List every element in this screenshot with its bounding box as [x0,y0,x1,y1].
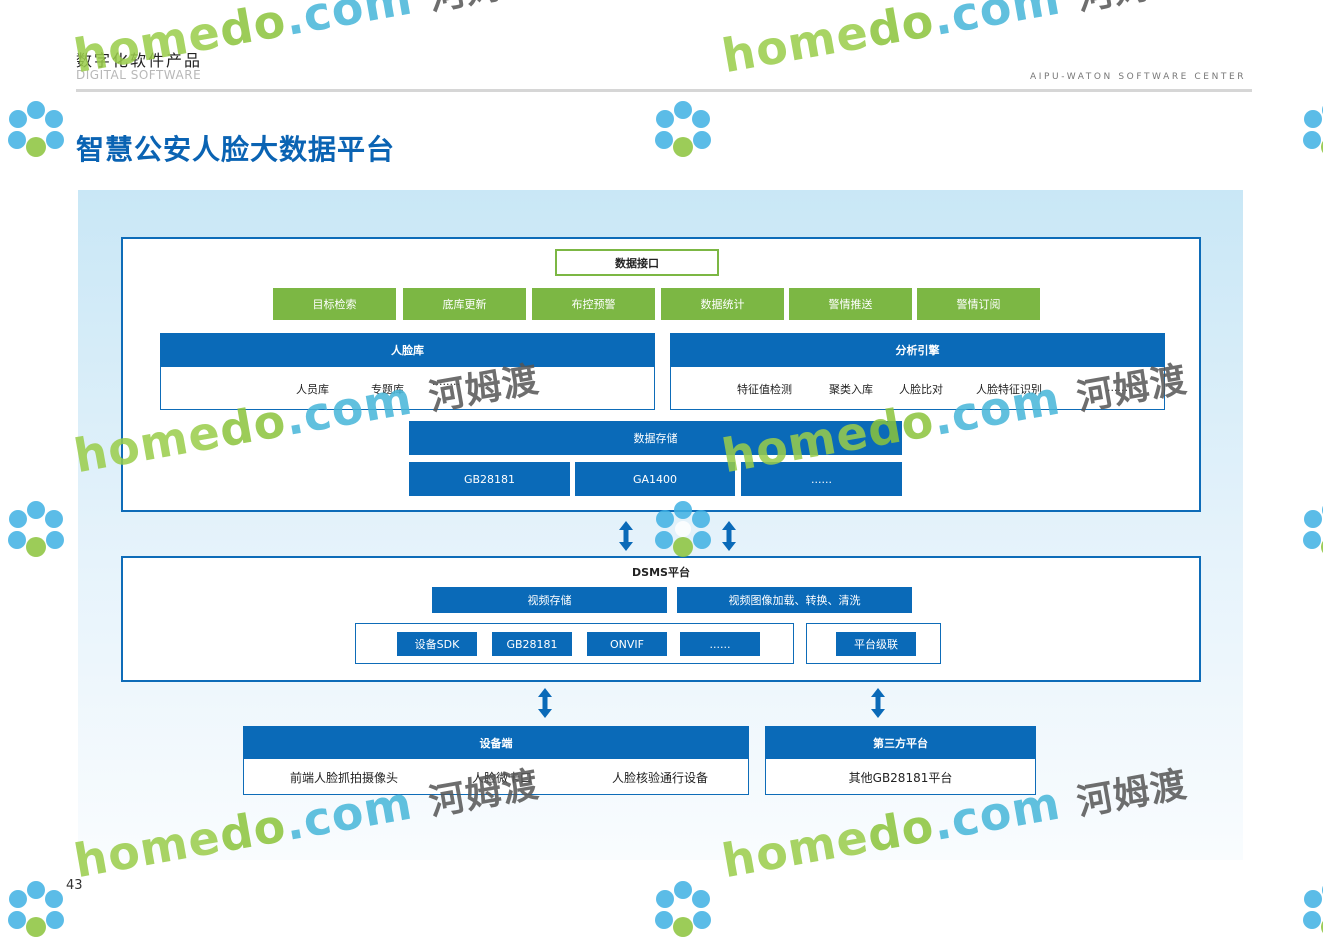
access-gb28181: GB28181 [492,632,572,656]
green-box-alert-push: 警情推送 [789,288,912,320]
flower-logo-icon [652,880,714,946]
device-item-camera: 前端人脸抓拍摄像头 [290,771,399,785]
face-db-item-topic: 专题库 [371,383,404,396]
analysis-item-compare: 人脸比对 [899,383,943,396]
flower-logo-icon [5,880,67,946]
analysis-item-more: ...... [1107,381,1128,394]
data-interface-box: 数据接口 [555,249,719,276]
analysis-item-feature-detect: 特征值检测 [737,383,792,396]
video-storage-box: 视频存储 [432,587,667,613]
third-party-title: 第三方平台 [765,726,1036,759]
third-party-item: 其他GB28181平台 [848,771,953,785]
analysis-item-recognize: 人脸特征识别 [976,383,1042,396]
device-side-title: 设备端 [243,726,749,759]
double-arrow-icon [538,688,552,718]
access-more: ...... [680,632,760,656]
double-arrow-icon [722,521,736,551]
protocol-more: ...... [741,462,902,496]
platform-cascade: 平台级联 [836,632,916,656]
access-onvif: ONVIF [587,632,667,656]
face-db-title: 人脸库 [160,333,655,367]
flower-logo-icon [1300,880,1323,942]
video-processing-box: 视频图像加载、转换、清洗 [677,587,912,613]
flower-logo-icon [5,100,67,166]
flower-logo-icon [5,500,67,566]
flower-logo-icon [1300,500,1323,562]
page-title: 智慧公安人脸大数据平台 [76,133,396,166]
protocol-gb28181: GB28181 [409,462,570,496]
device-item-verify: 人脸核验通行设备 [612,771,709,785]
face-db-item-more: ········ [432,378,460,391]
flower-logo-icon [652,100,714,166]
analysis-item-cluster: 聚类入库 [829,383,873,396]
device-item-checkpoint: 人脸微卡口 [472,771,533,785]
cascade-frame [806,623,941,664]
header-cn-title: 数字化软件产品 [76,51,203,70]
data-storage-box: 数据存储 [409,421,902,455]
protocol-ga1400: GA1400 [575,462,735,496]
dsms-title: DSMS平台 [632,566,690,579]
green-box-target-search: 目标检索 [273,288,396,320]
header-right-text: AIPU-WATON SOFTWARE CENTER [1030,72,1247,82]
flower-logo-icon [1300,100,1323,162]
face-db-item-personnel: 人员库 [296,383,329,396]
green-box-base-update: 底库更新 [403,288,526,320]
analysis-engine-title: 分析引擎 [670,333,1165,367]
header-divider [76,89,1252,92]
watermark-text: homedo.com 河姆渡 [718,0,1190,84]
double-arrow-icon [619,521,633,551]
double-arrow-icon [871,688,885,718]
page-number: 43 [66,878,83,893]
access-sdk: 设备SDK [397,632,477,656]
green-box-data-stats: 数据统计 [661,288,784,320]
green-box-deploy-alert: 布控预警 [532,288,655,320]
header-en-title: DIGITAL SOFTWARE [76,68,202,82]
green-box-alert-subscribe: 警情订阅 [917,288,1040,320]
